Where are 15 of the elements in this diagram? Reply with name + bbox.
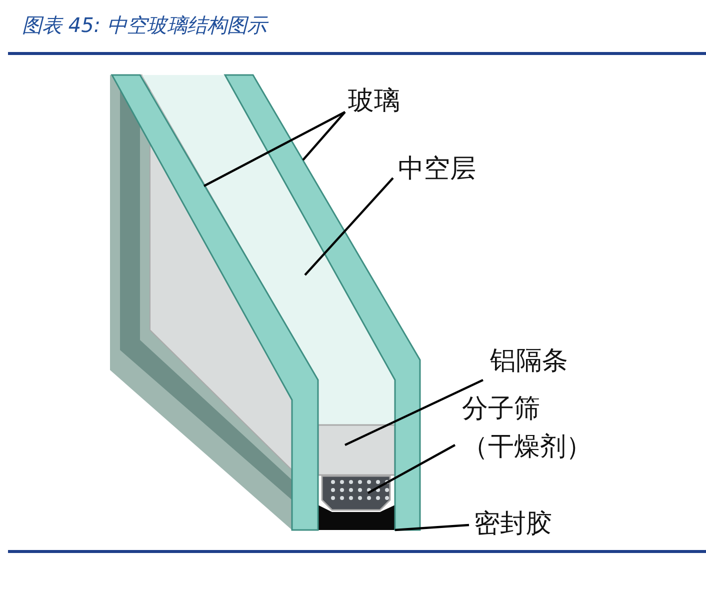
sealant-strip — [318, 505, 395, 530]
leader-line — [302, 111, 346, 161]
part-label: 密封胶 — [474, 505, 552, 543]
part-label: 铝隔条 — [490, 342, 568, 380]
leader-line — [344, 379, 484, 446]
part-label: 分子筛（干燥剂） — [462, 390, 597, 466]
glass-pane — [224, 74, 421, 531]
leader-line — [304, 177, 394, 276]
leader-line — [203, 111, 346, 187]
part-label: 中空层 — [398, 150, 476, 188]
leader-line — [394, 524, 470, 532]
spacer-bar — [317, 424, 396, 476]
part-label: 玻璃 — [348, 82, 400, 120]
leader-line — [367, 444, 456, 494]
figure-title: 图表 45: 中空玻璃结构图示 — [22, 12, 267, 39]
